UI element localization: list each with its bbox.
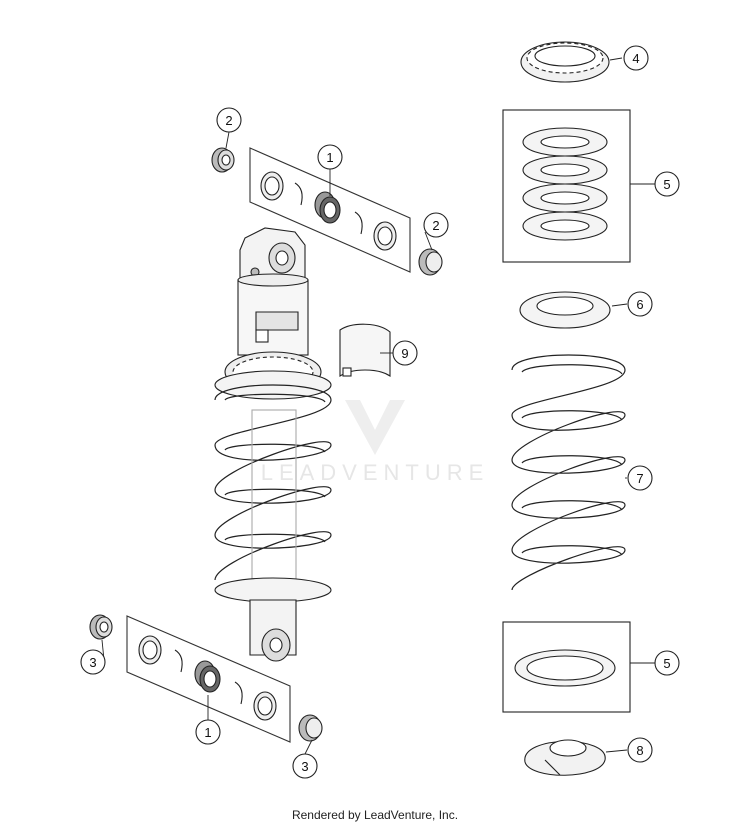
- svg-text:1: 1: [204, 725, 211, 740]
- shock-absorber: [214, 227, 332, 662]
- spring-seat: [519, 291, 611, 329]
- svg-text:1: 1: [326, 150, 333, 165]
- spacer-kit-upper-frame: [502, 109, 631, 263]
- callout-6: 6: [627, 291, 653, 317]
- spacer-washer-lower: [514, 649, 616, 687]
- bushing-cap-upper-right: [418, 248, 443, 276]
- seal-ring-lower-1: [138, 635, 162, 665]
- seal-ring-upper-2: [373, 221, 397, 251]
- callout-1-lower: 1: [195, 719, 221, 745]
- callout-9: 9: [392, 340, 418, 366]
- seal-ring-lower-2: [253, 691, 277, 721]
- bushing-cap-lower-left: [89, 614, 113, 640]
- svg-text:8: 8: [636, 743, 643, 758]
- spacer-kit-lower-frame: [502, 621, 631, 713]
- leader-lines: [101, 57, 655, 755]
- shock-spring: [214, 384, 332, 581]
- lower-bushing-kit: [89, 614, 323, 743]
- bearing-lower: [194, 660, 221, 693]
- callout-2-upper-right: 2: [423, 212, 449, 238]
- shock-sleeve: [339, 323, 391, 378]
- watermark-text: LEADVENTURE: [261, 460, 490, 485]
- circlip-upper-1: [294, 182, 303, 206]
- callout-7: 7: [627, 465, 653, 491]
- upper-bushing-kit: [211, 147, 443, 276]
- svg-text:9: 9: [401, 346, 408, 361]
- callout-8: 8: [627, 737, 653, 763]
- circlip-lower-2: [234, 681, 243, 705]
- svg-text:3: 3: [89, 655, 96, 670]
- callout-1-upper: 1: [317, 144, 343, 170]
- footer-credit: Rendered by LeadVenture, Inc.: [291, 808, 459, 822]
- svg-text:5: 5: [663, 656, 670, 671]
- svg-text:4: 4: [632, 51, 639, 66]
- svg-text:6: 6: [636, 297, 643, 312]
- bushing-cap-lower-right: [298, 714, 323, 742]
- svg-text:2: 2: [225, 113, 232, 128]
- circlip-lower-1: [174, 649, 183, 673]
- bearing-upper: [314, 191, 341, 224]
- callout-4: 4: [623, 45, 649, 71]
- svg-text:3: 3: [301, 759, 308, 774]
- bushing-cap-upper-left: [211, 147, 235, 173]
- callout-5-lower: 5: [654, 650, 680, 676]
- split-collar: [524, 739, 606, 776]
- callout-3-lower-right: 3: [292, 753, 318, 779]
- svg-text:5: 5: [663, 177, 670, 192]
- callout-2-upper-left: 2: [216, 107, 242, 133]
- replacement-spring: [511, 354, 626, 591]
- svg-text:2: 2: [432, 218, 439, 233]
- spacer-washers-upper: [522, 127, 608, 241]
- seal-ring-upper-1: [260, 171, 284, 201]
- callout-3-lower-left: 3: [80, 649, 106, 675]
- adjuster-ring: [520, 41, 610, 83]
- watermark: LEADVENTURE: [261, 400, 490, 485]
- circlip-upper-2: [354, 211, 363, 235]
- svg-text:7: 7: [636, 471, 643, 486]
- callout-5-upper: 5: [654, 171, 680, 197]
